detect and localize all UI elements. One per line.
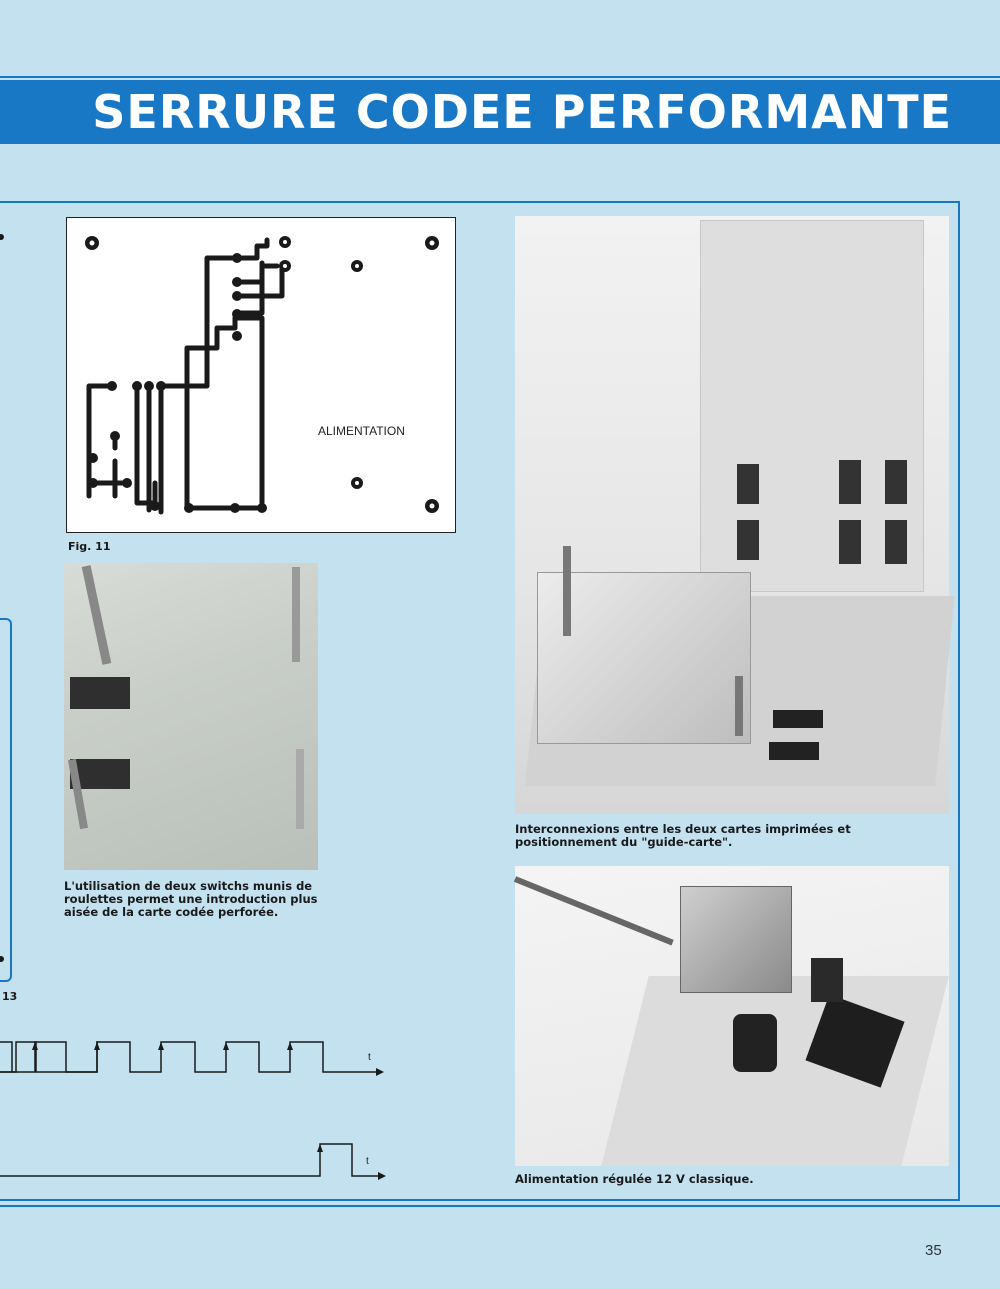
axis-label: t xyxy=(368,1052,371,1063)
edge-pad xyxy=(0,956,4,962)
standoff xyxy=(81,565,112,665)
ic-chip xyxy=(737,520,759,560)
header-rule xyxy=(0,76,1000,78)
photo-switches xyxy=(64,563,318,870)
content-frame xyxy=(0,201,960,1201)
page-number: 35 xyxy=(925,1242,942,1259)
power-pcb xyxy=(601,976,949,1166)
caption-switches: L'utilisation de deux switchs munis de r… xyxy=(64,880,322,919)
pcb-layout-figure xyxy=(66,217,456,533)
edge-box xyxy=(0,618,12,982)
ic-chip xyxy=(885,460,907,504)
caption-text: L'utilisation de deux switchs munis de r… xyxy=(64,879,318,919)
caption-text: Interconnexions entre les deux cartes im… xyxy=(515,822,851,849)
pcb-silkscreen-label: ALIMENTATION xyxy=(318,424,405,438)
figure-label: 13 xyxy=(2,990,18,1003)
photo-alimentation xyxy=(513,866,949,1166)
wire xyxy=(513,876,674,946)
standoff xyxy=(563,546,571,636)
ic-chip xyxy=(737,464,759,504)
caption-interconnexions: Interconnexions entre les deux cartes im… xyxy=(515,823,951,849)
capacitor xyxy=(733,1014,777,1072)
ic-chip xyxy=(769,742,819,760)
header-band xyxy=(0,80,1000,144)
edge-pad xyxy=(0,234,4,240)
ic-chip xyxy=(839,460,861,504)
transformer xyxy=(680,886,792,993)
axis-label: t xyxy=(366,1156,369,1167)
caption-alimentation: Alimentation régulée 12 V classique. xyxy=(515,1173,951,1186)
standoff xyxy=(735,676,743,736)
guide-carte-block xyxy=(537,572,751,744)
figure-label: Fig. 11 xyxy=(68,540,111,553)
standoff xyxy=(292,567,300,662)
regulator xyxy=(811,958,843,1002)
photo-interconnexions xyxy=(515,216,955,814)
caption-text: Alimentation régulée 12 V classique. xyxy=(515,1172,754,1186)
switch-top xyxy=(70,677,130,709)
pcb-traces xyxy=(85,236,439,515)
page-title: SERRURE CODEE PERFORMANTE xyxy=(92,85,952,139)
ic-chip xyxy=(773,710,823,728)
left-figure-edge xyxy=(0,214,12,982)
standoff xyxy=(296,749,304,829)
ic-chip xyxy=(885,520,907,564)
ic-chip xyxy=(839,520,861,564)
footer-rule xyxy=(0,1205,1000,1207)
timing-diagram xyxy=(0,1041,386,1180)
